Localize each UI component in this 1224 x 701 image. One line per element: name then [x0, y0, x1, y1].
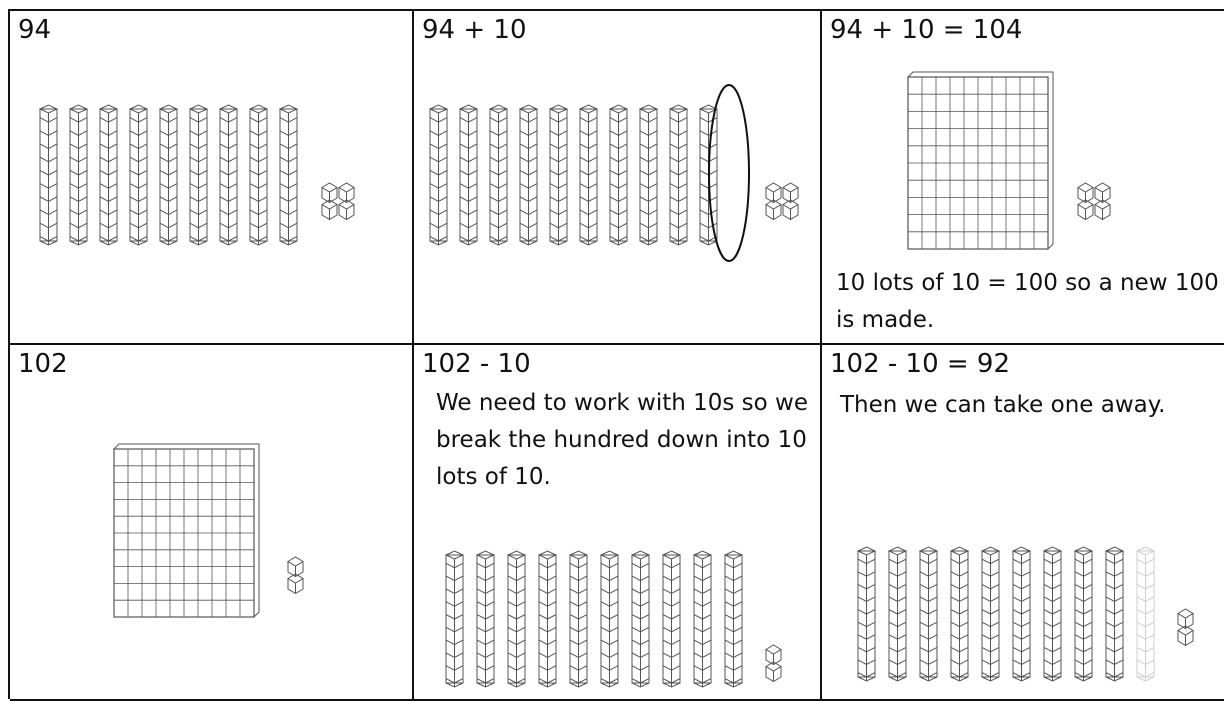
ten-rod: [610, 105, 627, 245]
ten-rod: [920, 547, 937, 681]
panel-102: 102: [10, 345, 414, 701]
ten-rod: [550, 105, 567, 245]
hundred-flat-square: [908, 72, 1053, 249]
ten-rod: [580, 105, 597, 245]
tens-rods: [858, 547, 1154, 681]
hundred-flat-square: [114, 444, 259, 617]
ten-rod: [190, 105, 207, 245]
ten-rod: [250, 105, 267, 245]
ten-rod: [160, 105, 177, 245]
ten-rod: [130, 105, 147, 245]
ones-cubes: [288, 557, 303, 594]
circled-ten-rod: [709, 85, 749, 261]
ten-rod: [539, 551, 556, 687]
ten-rod: [460, 105, 477, 245]
tens-rods: [446, 551, 742, 687]
ten-rod: [889, 547, 906, 681]
ten-rod: [632, 551, 649, 687]
place-value-table: 94 94 + 10 94 + 10 = 104 10 lots of 10 =…: [8, 9, 1224, 699]
panel-94-plus-10-result: 94 + 10 = 104 10 lots of 10 = 100 so a n…: [822, 11, 1224, 345]
ten-rod: [1137, 547, 1154, 681]
ones-cubes: [1078, 183, 1110, 220]
ten-rod: [1075, 547, 1092, 681]
ten-rod: [670, 105, 687, 245]
ten-rod: [490, 105, 507, 245]
ten-rod: [430, 105, 447, 245]
ten-rod: [100, 105, 117, 245]
ten-rod: [446, 551, 463, 687]
hundred-flat: [114, 444, 259, 617]
ones-cubes: [1178, 609, 1193, 646]
ten-rod: [640, 105, 657, 245]
panel-94-plus-10: 94 + 10: [414, 11, 822, 345]
ten-rod: [220, 105, 237, 245]
tens-rods: [40, 105, 297, 245]
ten-rod: [520, 105, 537, 245]
ones-cubes: [322, 183, 354, 220]
ten-rod: [601, 551, 618, 687]
tens-and-ones-blocks: [414, 11, 822, 345]
hundred-flat: [908, 72, 1053, 249]
ten-rod: [694, 551, 711, 687]
ten-rod: [477, 551, 494, 687]
ones-cubes: [766, 183, 798, 220]
ten-rod: [570, 551, 587, 687]
ten-rod: [663, 551, 680, 687]
ten-rod: [982, 547, 999, 681]
ten-rod: [1013, 547, 1030, 681]
panel-102-minus-10-result: 102 - 10 = 92 Then we can take one away.: [822, 345, 1224, 701]
ones-cubes: [766, 645, 781, 682]
ten-rod: [70, 105, 87, 245]
hundred-and-ones-blocks: [10, 345, 414, 701]
ten-rod: [1106, 547, 1123, 681]
ten-rod: [725, 551, 742, 687]
ten-rod: [280, 105, 297, 245]
ten-rod: [1044, 547, 1061, 681]
panel-102-minus-10: 102 - 10 We need to work with 10s so we …: [414, 345, 822, 701]
explanation-note: 10 lots of 10 = 100 so a new 100 is made…: [836, 265, 1224, 339]
ten-rod: [508, 551, 525, 687]
ten-rod: [40, 105, 57, 245]
panel-94: 94: [10, 11, 414, 345]
ten-rod: [858, 547, 875, 681]
tens-and-ones-blocks: [822, 345, 1224, 701]
ten-rod: [951, 547, 968, 681]
tens-and-ones-blocks: [414, 345, 822, 701]
tens-rods: [430, 105, 717, 245]
tens-and-ones-blocks: [10, 11, 414, 345]
